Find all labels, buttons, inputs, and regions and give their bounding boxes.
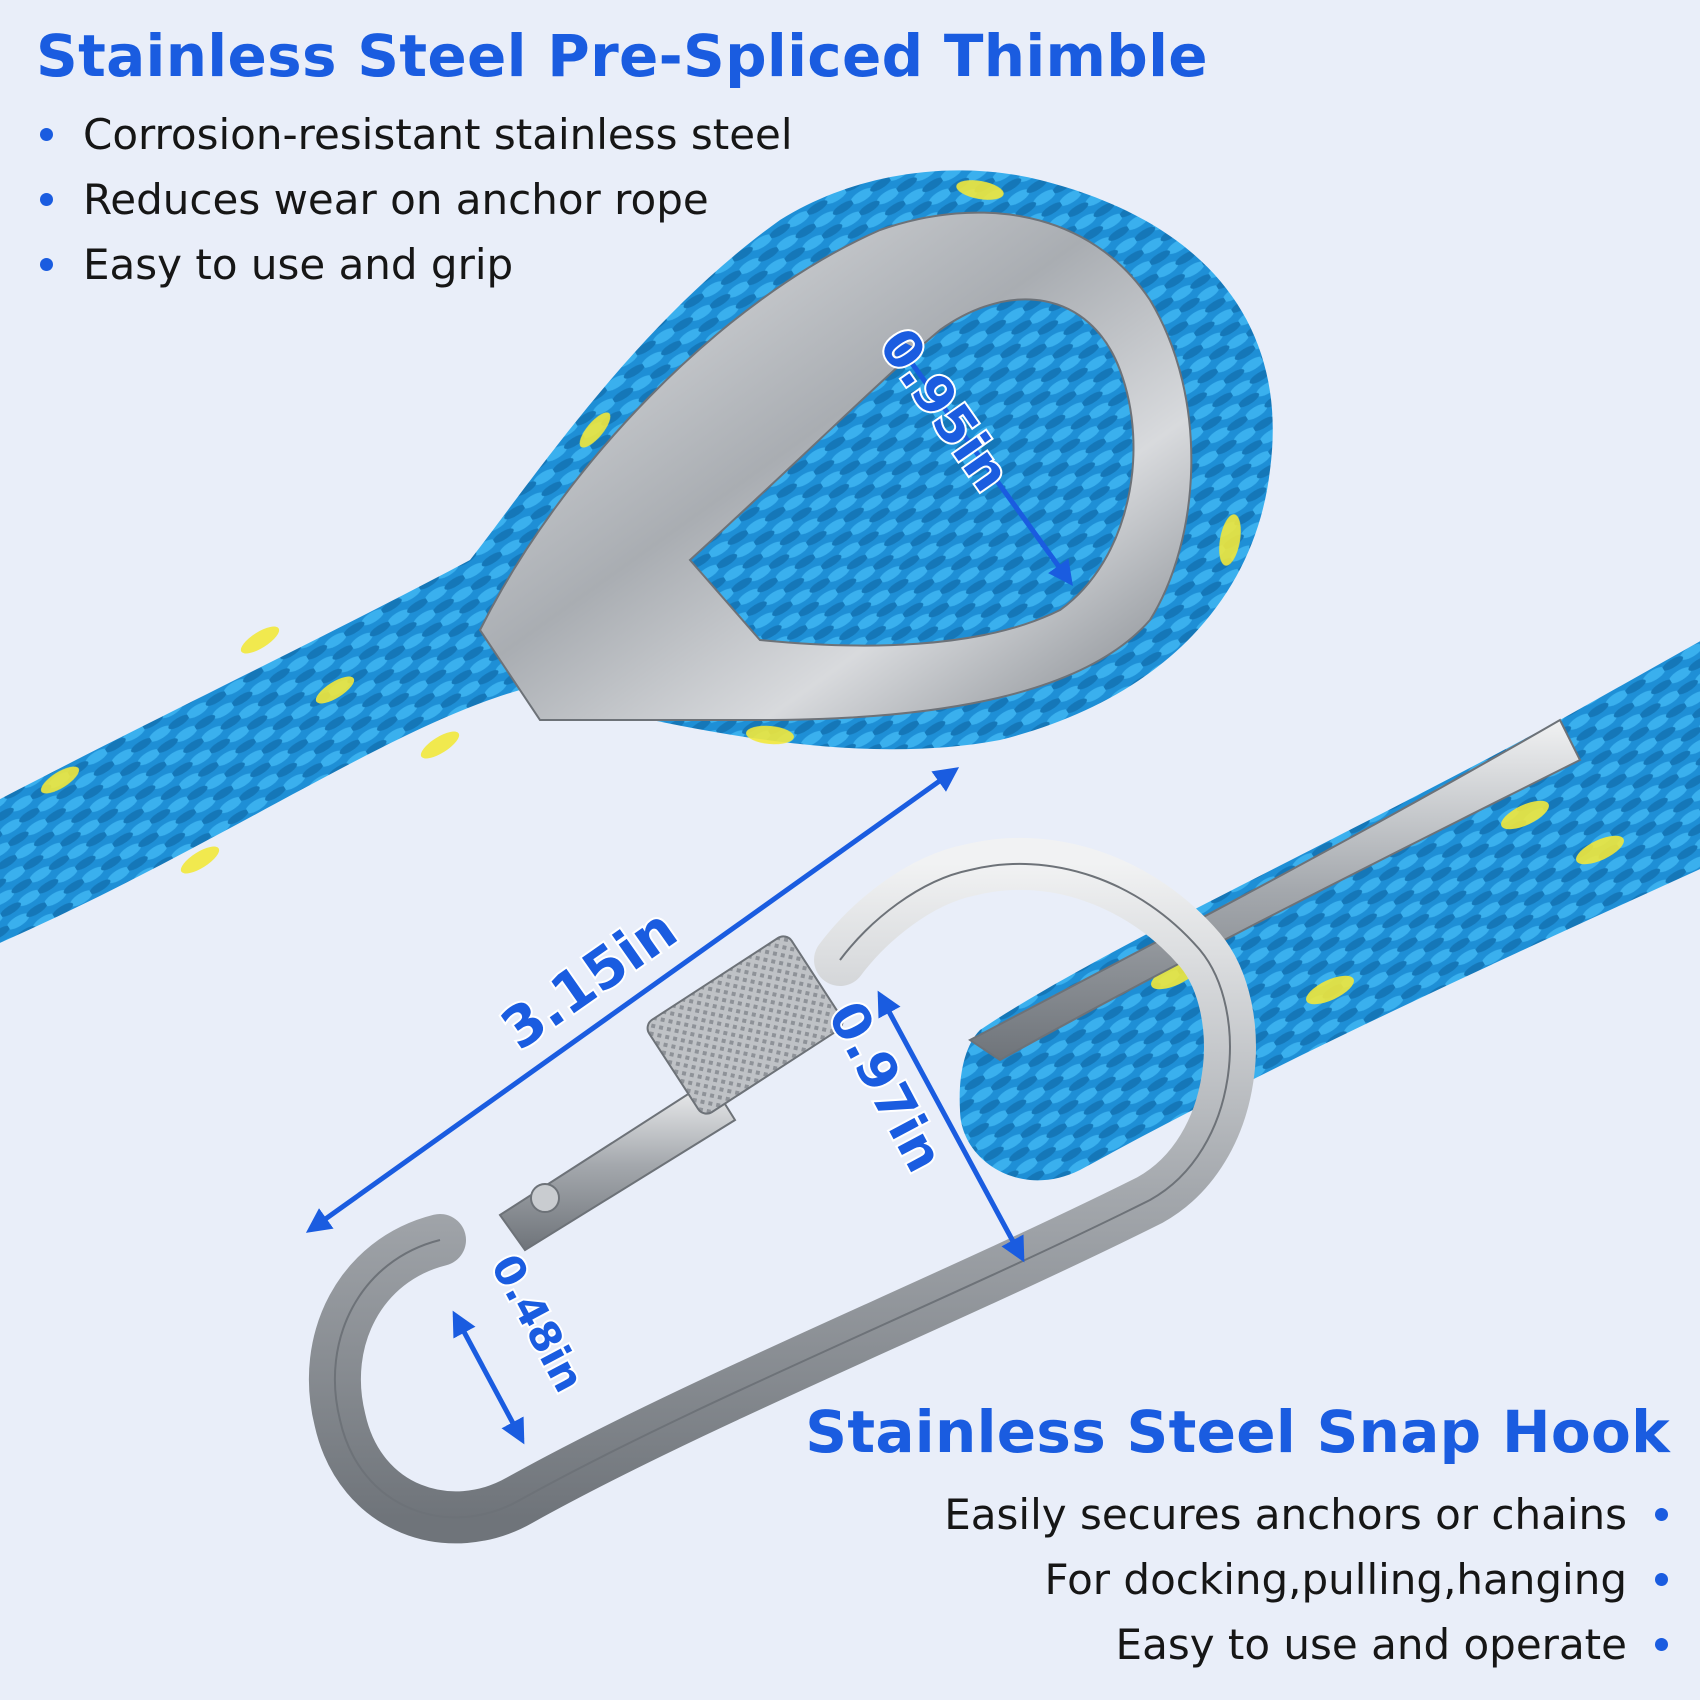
list-item: For docking,pulling,hanging bbox=[944, 1547, 1668, 1612]
list-item: Easily secures anchors or chains bbox=[944, 1482, 1668, 1547]
list-item: Easy to use and operate bbox=[944, 1612, 1668, 1677]
dim-arrow-thimble bbox=[892, 335, 1073, 587]
list-item: Corrosion-resistant stainless steel bbox=[40, 102, 793, 167]
dim-label-hook-eye: 0.48in bbox=[481, 1246, 594, 1400]
list-item: Reduces wear on anchor rope bbox=[40, 167, 793, 232]
feature-text: Easy to use and operate bbox=[1115, 1620, 1627, 1669]
feature-text: Easily secures anchors or chains bbox=[944, 1490, 1627, 1539]
thimble-feature-list: Corrosion-resistant stainless steel Redu… bbox=[40, 102, 793, 297]
bullet-dot-icon bbox=[40, 258, 53, 271]
feature-text: Corrosion-resistant stainless steel bbox=[83, 110, 793, 159]
snap-hook-section-title: Stainless Steel Snap Hook bbox=[805, 1398, 1670, 1466]
bullet-dot-icon bbox=[40, 128, 53, 141]
list-item: Easy to use and grip bbox=[40, 232, 793, 297]
feature-text: Reduces wear on anchor rope bbox=[83, 175, 709, 224]
dim-arrow-overall bbox=[305, 767, 960, 1233]
bullet-dot-icon bbox=[1655, 1508, 1668, 1521]
bullet-dot-icon bbox=[1655, 1638, 1668, 1651]
feature-text: For docking,pulling,hanging bbox=[1044, 1555, 1627, 1604]
dimension-lines bbox=[305, 335, 1073, 1445]
dim-arrow-hook-opening bbox=[877, 990, 1025, 1263]
thimble bbox=[478, 211, 1193, 721]
hook-rope bbox=[959, 641, 1700, 1181]
feature-text: Easy to use and grip bbox=[83, 240, 514, 289]
thimble-section-title: Stainless Steel Pre-Spliced Thimble bbox=[36, 22, 1208, 90]
dim-label-hook-opening: 0.97in bbox=[816, 992, 955, 1182]
bullet-dot-icon bbox=[1655, 1573, 1668, 1586]
bullet-dot-icon bbox=[40, 193, 53, 206]
dim-arrow-hook-eye bbox=[452, 1310, 525, 1445]
snap-hook-feature-list: Easily secures anchors or chains For doc… bbox=[944, 1482, 1668, 1677]
